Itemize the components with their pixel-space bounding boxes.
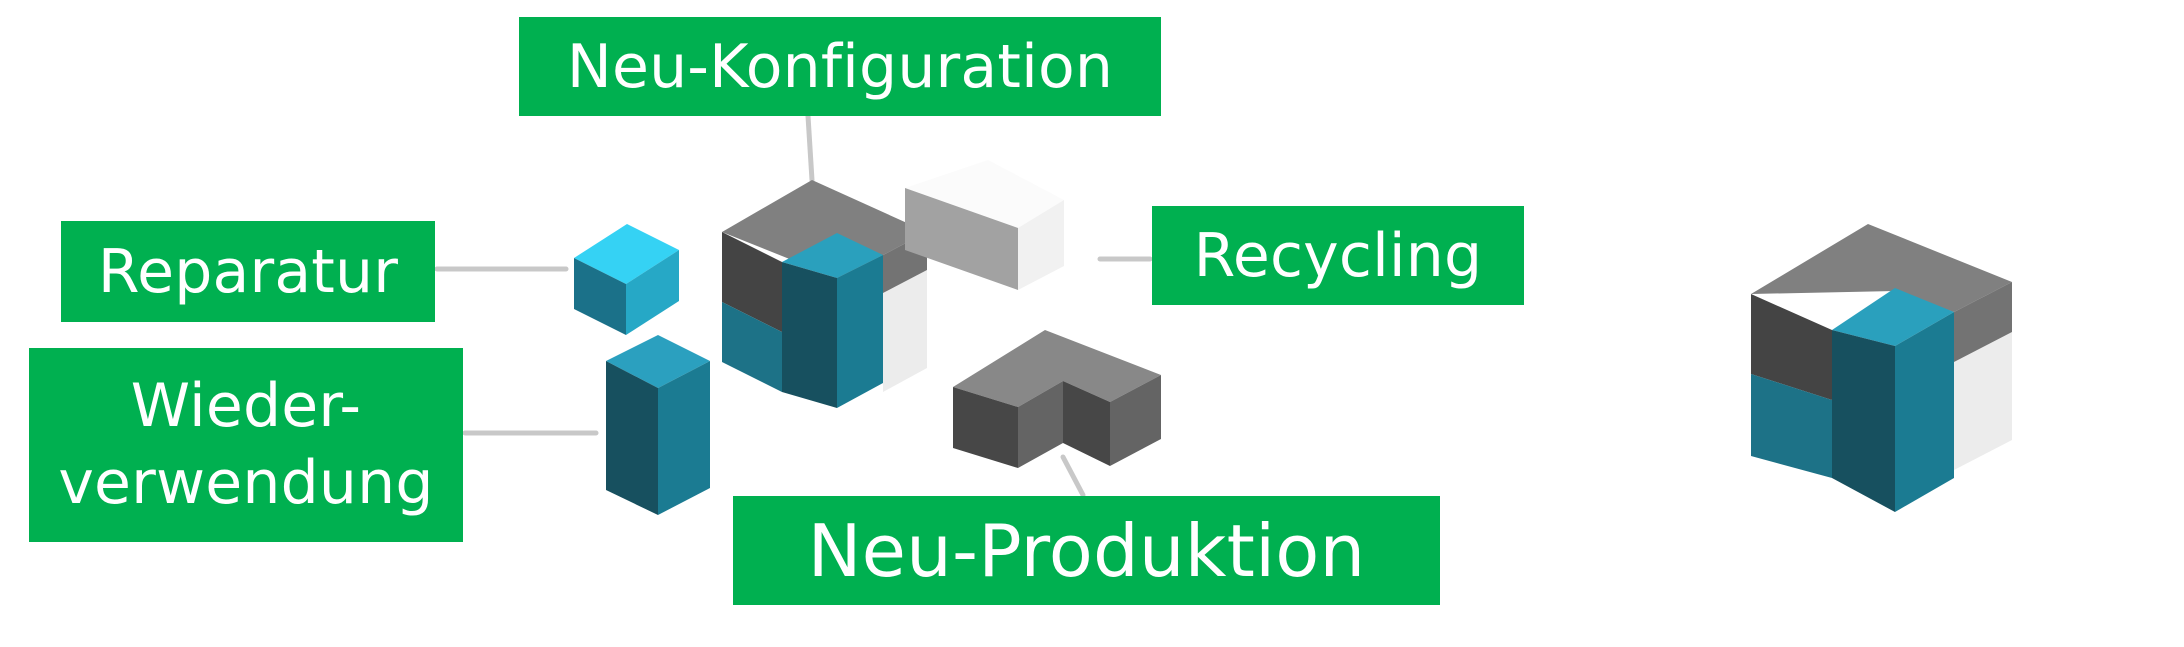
- label-neu-produktion: Neu-Produktion: [733, 496, 1440, 605]
- reparatur-cube: [574, 224, 679, 335]
- connector-neu-produktion: [1060, 454, 1086, 498]
- recycling-bar: [905, 160, 1064, 290]
- label-wiederverwendung: Wieder- verwendung: [29, 348, 463, 542]
- label-recycling: Recycling: [1152, 206, 1524, 305]
- neu-konfiguration-cube: [722, 180, 927, 408]
- wiederverwendung-pillar: [606, 335, 710, 515]
- neu-produktion-l-block: [953, 330, 1161, 468]
- label-reparatur-text: Reparatur: [97, 236, 399, 307]
- label-wiederverwendung-line1: Wieder-: [130, 371, 362, 442]
- label-wiederverwendung-line2: verwendung: [58, 448, 434, 518]
- label-neu-konfiguration-text: Neu-Konfiguration: [566, 31, 1114, 102]
- label-reparatur: Reparatur: [61, 221, 435, 322]
- assembled-product-cube: [1751, 224, 2012, 512]
- label-recycling-text: Recycling: [1193, 220, 1483, 291]
- connector-lines: [434, 113, 1153, 498]
- label-neu-konfiguration: Neu-Konfiguration: [519, 17, 1161, 116]
- label-neu-produktion-text: Neu-Produktion: [807, 508, 1366, 593]
- connector-neu-konfiguration: [805, 113, 815, 183]
